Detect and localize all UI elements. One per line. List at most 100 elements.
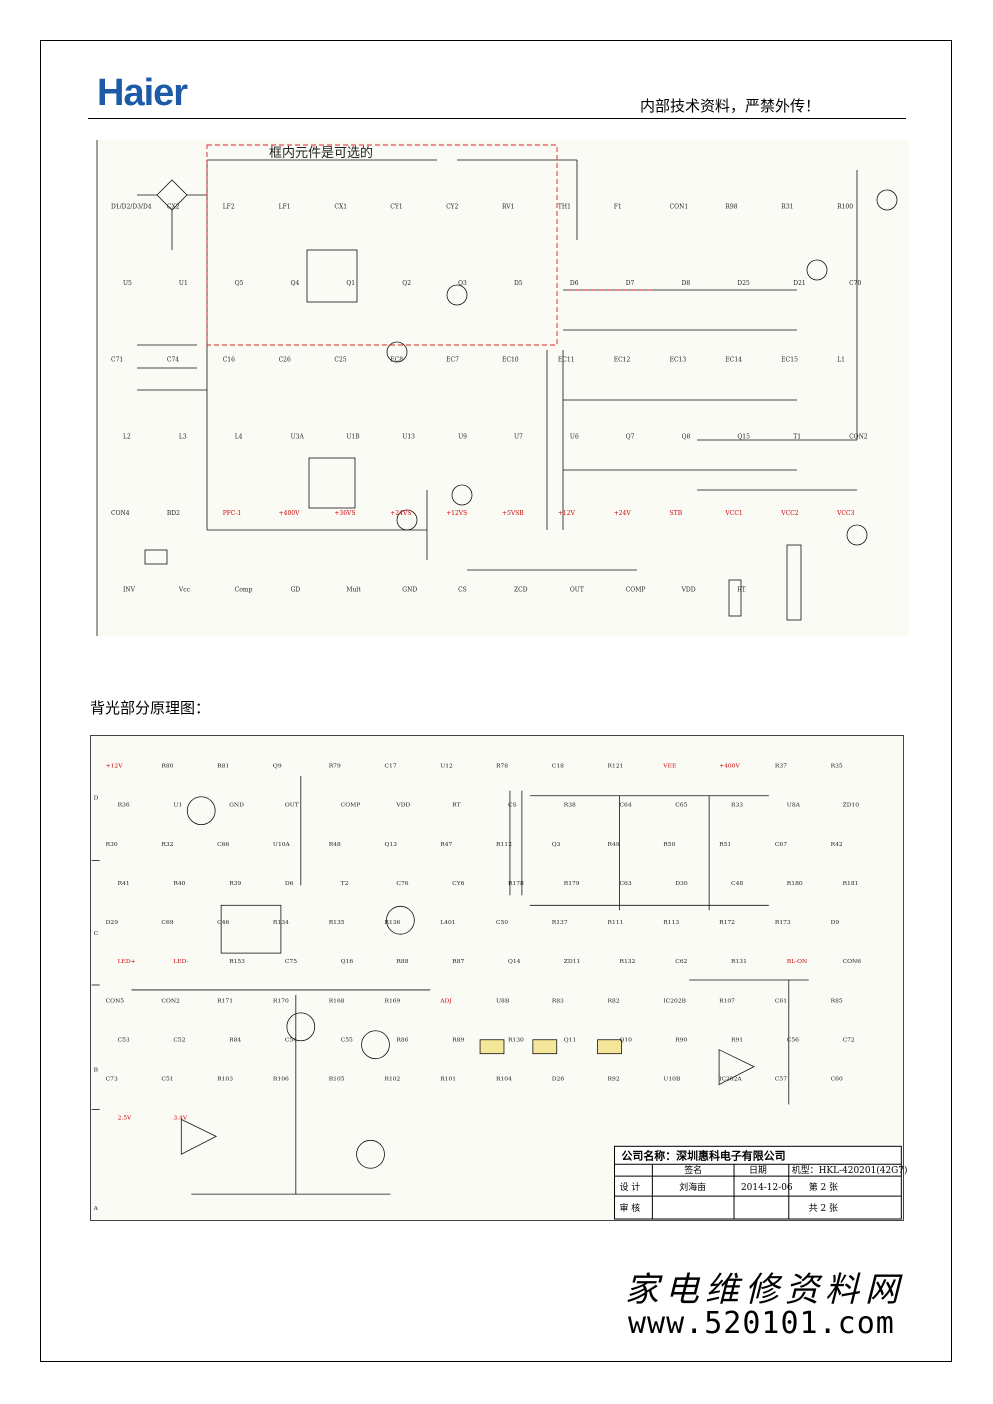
- component-label: Q4: [291, 280, 300, 287]
- component-label: CX1: [334, 203, 347, 210]
- component-label: GND: [402, 587, 417, 594]
- component-label: CON1: [670, 203, 689, 210]
- component-label: D9: [831, 919, 840, 926]
- component-label: CY6: [452, 880, 465, 887]
- component-label: RT: [737, 587, 745, 594]
- component-label: C73: [106, 1076, 118, 1083]
- component-label: R179: [564, 880, 580, 887]
- component-label: R136: [384, 919, 400, 926]
- component-label: R81: [217, 762, 229, 769]
- component-label: R92: [608, 1076, 620, 1083]
- component-label: Q8: [682, 433, 691, 440]
- component-label: R98: [725, 203, 737, 210]
- component-label: R168: [329, 997, 345, 1004]
- component-label: R91: [731, 1037, 743, 1044]
- component-label: R101: [440, 1076, 456, 1083]
- component-label: R169: [384, 997, 400, 1004]
- component-label: LF1: [279, 203, 291, 210]
- component-label: R48: [329, 841, 341, 848]
- component-label: U10B: [663, 1076, 681, 1083]
- component-label: Q13: [384, 841, 397, 848]
- row-letter-b: B: [94, 1067, 99, 1074]
- row-letter-a: A: [93, 1205, 99, 1212]
- component-label: C17: [384, 762, 396, 769]
- component-label: R50: [663, 841, 675, 848]
- component-label: C52: [173, 1037, 185, 1044]
- component-label: R88: [396, 958, 408, 965]
- haier-logo: Haier: [97, 72, 188, 114]
- footer-site-url: www.520101.com: [628, 1306, 895, 1341]
- component-label: Q7: [626, 433, 635, 440]
- title-block-design-date: 2014-12-06: [741, 1183, 793, 1193]
- component-label: C56: [787, 1037, 799, 1044]
- component-label: R104: [496, 1076, 512, 1083]
- title-block-model: 机型：HKL-420201(42G7): [792, 1164, 908, 1176]
- component-label: D26: [552, 1076, 565, 1083]
- component-label: R40: [173, 880, 185, 887]
- component-label: R171: [217, 997, 233, 1004]
- component-label: Q1: [346, 280, 355, 287]
- component-label: T1: [793, 433, 801, 440]
- component-label: EC8: [390, 357, 403, 364]
- component-label: R41: [118, 880, 130, 887]
- component-label: D6: [285, 880, 294, 887]
- component-label: RV1: [502, 203, 514, 210]
- component-label: R47: [440, 841, 452, 848]
- component-label: R36: [118, 802, 130, 809]
- component-label: R135: [329, 919, 345, 926]
- component-label: +400V: [719, 762, 740, 769]
- component-label: EC15: [781, 357, 798, 364]
- component-label: R103: [217, 1076, 233, 1083]
- component-label: R137: [552, 919, 568, 926]
- row-letter-d: D: [94, 795, 99, 802]
- component-label: CON5: [106, 997, 125, 1004]
- component-label: C62: [675, 958, 687, 965]
- component-label: CX2: [167, 203, 180, 210]
- component-label: IC202B: [663, 997, 686, 1004]
- component-label: VDD: [681, 587, 696, 594]
- component-label: C61: [775, 997, 787, 1004]
- component-label: U9: [458, 433, 467, 440]
- component-label: R90: [675, 1037, 687, 1044]
- component-label: GND: [229, 802, 244, 809]
- component-label: C51: [161, 1076, 173, 1083]
- component-label: CY1: [390, 203, 402, 210]
- component-label: C57: [775, 1076, 787, 1083]
- component-label: C71: [111, 357, 123, 364]
- component-label: INV: [123, 587, 136, 594]
- component-label: LED-: [173, 958, 188, 965]
- header-divider: [88, 118, 906, 119]
- component-label: R132: [619, 958, 635, 965]
- component-label: U1: [173, 802, 182, 809]
- component-label: C63: [619, 880, 631, 887]
- component-label: R35: [831, 762, 843, 769]
- component-label: CS: [458, 587, 467, 594]
- component-label: C72: [843, 1037, 855, 1044]
- component-label: R82: [608, 997, 620, 1004]
- component-label: Vcc: [178, 587, 191, 594]
- component-label: C53: [118, 1037, 130, 1044]
- component-label: R172: [719, 919, 735, 926]
- component-label: Q9: [273, 762, 282, 769]
- component-label: VCC3: [836, 510, 855, 517]
- footer-site-name: 家电维修资料网: [625, 1270, 905, 1310]
- component-label: Q10: [619, 1037, 632, 1044]
- page-frame: [40, 40, 952, 1362]
- component-label: R37: [775, 762, 787, 769]
- component-label: C66: [217, 841, 229, 848]
- component-label: R102: [384, 1076, 400, 1083]
- component-label: Q11: [564, 1037, 577, 1044]
- component-label: R33: [731, 802, 743, 809]
- component-label: C69: [161, 919, 173, 926]
- component-label: EC14: [725, 357, 742, 364]
- component-label: +5VSB: [502, 510, 524, 517]
- backlight-section-label: 背光部分原理图：: [90, 699, 211, 717]
- component-label: R111: [608, 919, 624, 926]
- component-label: +36VS: [334, 510, 355, 517]
- component-label: R79: [329, 762, 341, 769]
- component-label: D6: [570, 280, 579, 287]
- component-label: R51: [719, 841, 731, 848]
- component-label: R42: [831, 841, 843, 848]
- component-label: VDD: [395, 802, 410, 809]
- component-label: OUT: [285, 802, 299, 809]
